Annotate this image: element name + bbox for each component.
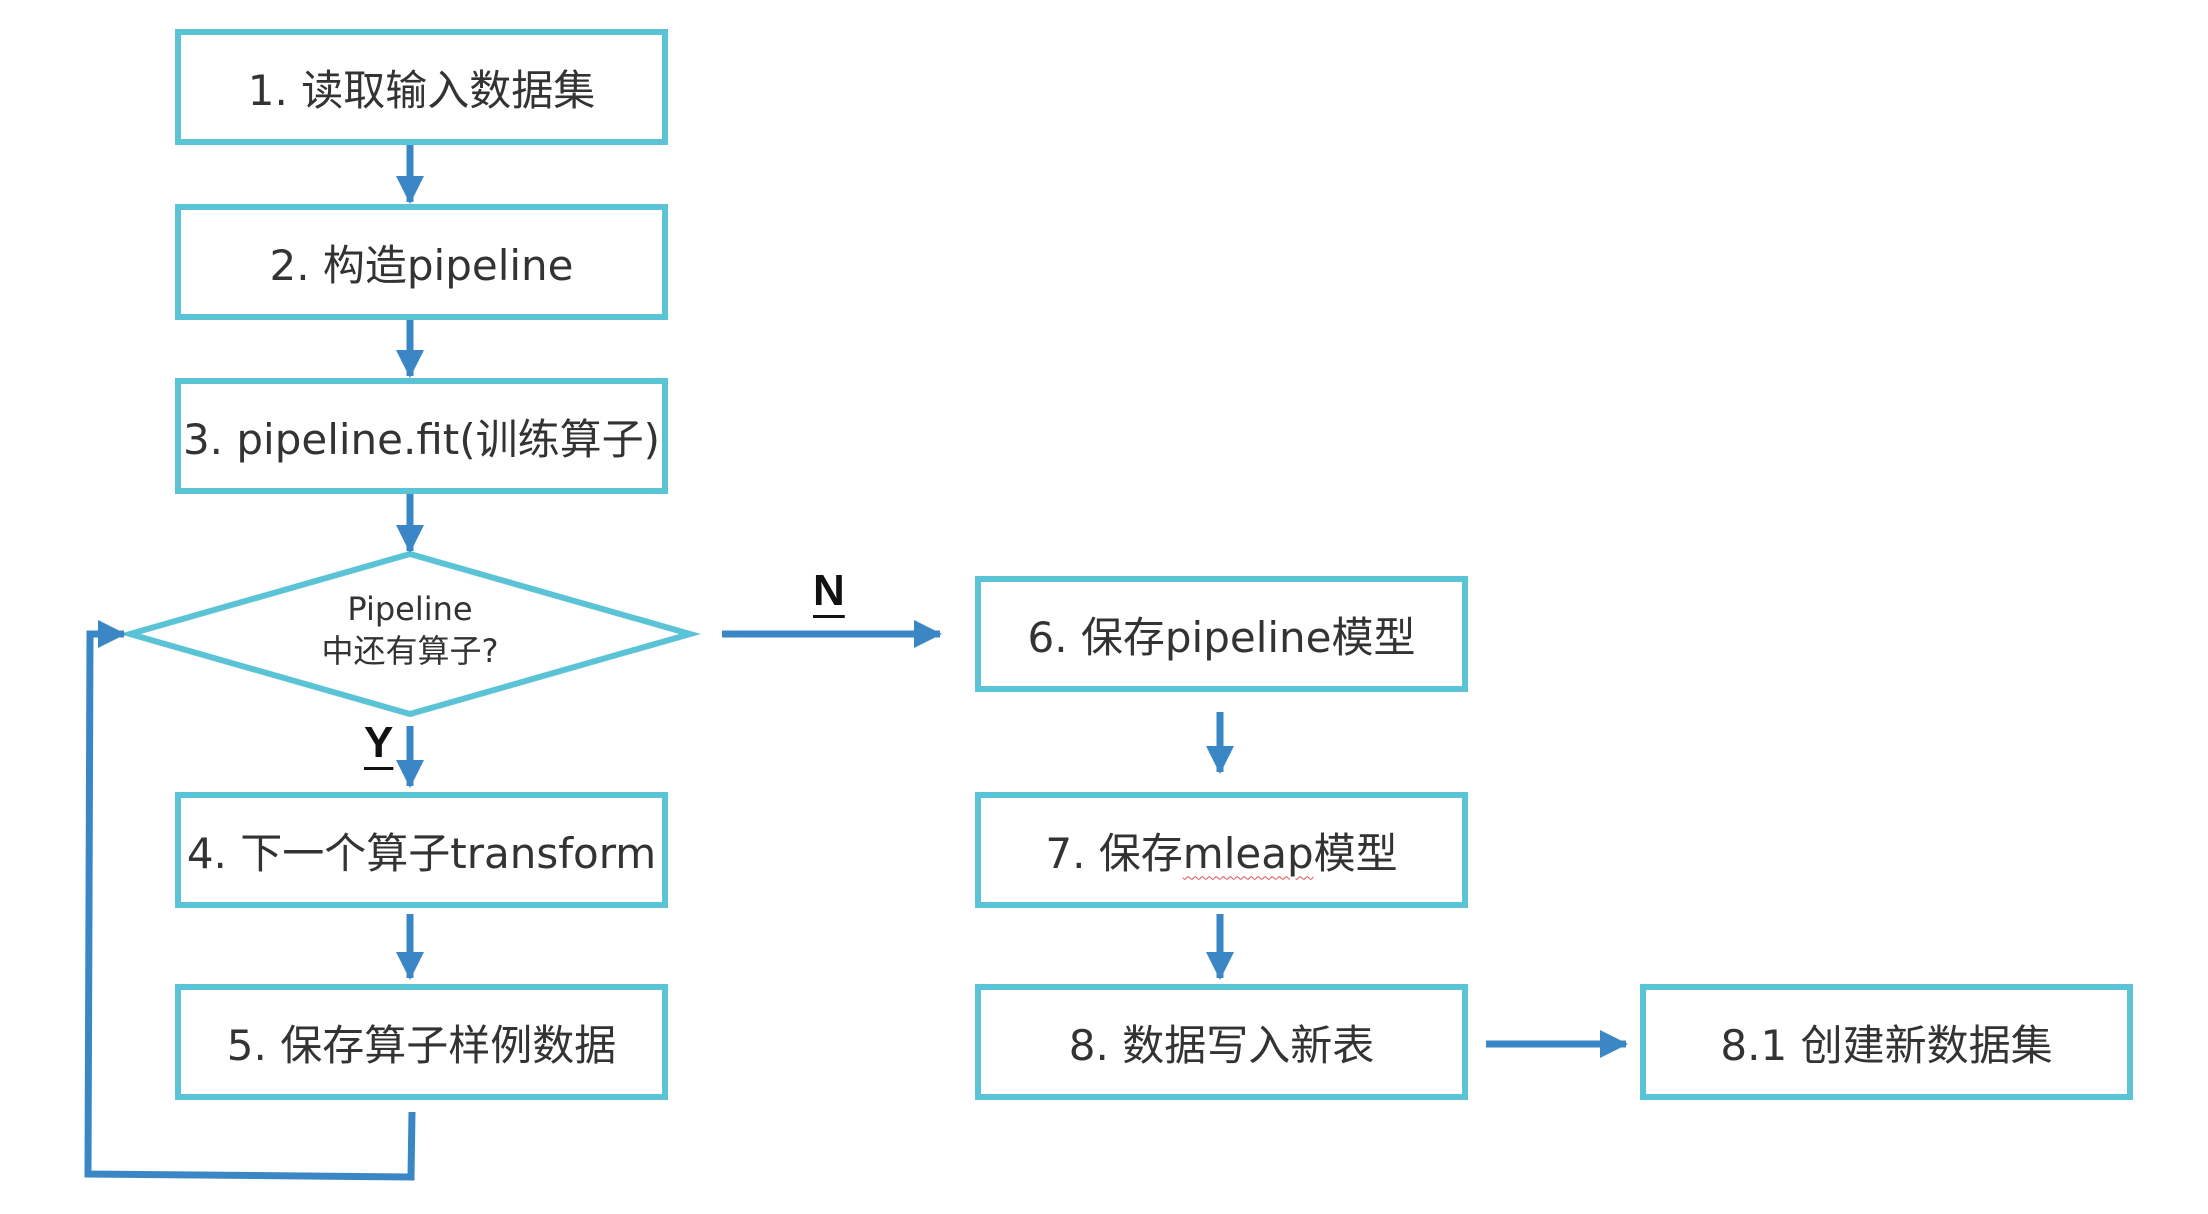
step-4-box: 4. 下一个算子transform: [175, 792, 668, 908]
step-7-label: 7. 保存mleap模型: [1045, 820, 1397, 881]
step-7-box: 7. 保存mleap模型: [975, 792, 1468, 908]
arrow-loop-back: [84, 620, 416, 1181]
decision-diamond: [119, 550, 701, 718]
step-3-label: 3. pipeline.fit(训练算子): [182, 414, 661, 464]
step-6-label: 6. 保存pipeline模型: [1027, 612, 1416, 662]
step-8-1-box: 8.1 创建新数据集: [1640, 984, 2133, 1100]
step-4-label: 4. 下一个算子transform: [186, 828, 657, 878]
step-6-box: 6. 保存pipeline模型: [975, 576, 1468, 692]
step-3-box: 3. pipeline.fit(训练算子): [175, 378, 668, 494]
step-7-suffix: 模型: [1313, 828, 1398, 878]
step-2-box: 2. 构造pipeline: [175, 204, 668, 320]
step-8-box: 8. 数据写入新表: [975, 984, 1468, 1100]
branch-label-no: N: [813, 566, 845, 615]
step-8-1-label: 8.1 创建新数据集: [1720, 1020, 2053, 1070]
step-5-box: 5. 保存算子样例数据: [175, 984, 668, 1100]
step-7-marked-word: mleap: [1182, 828, 1314, 878]
step-2-label: 2. 构造pipeline: [269, 240, 574, 290]
decision-line-1: Pipeline: [347, 590, 473, 628]
branch-label-yes: Y: [364, 718, 394, 767]
step-5-label: 5. 保存算子样例数据: [226, 1020, 617, 1070]
step-1-label: 1. 读取输入数据集: [247, 65, 596, 115]
step-1-box: 1. 读取输入数据集: [175, 29, 668, 145]
decision-label: Pipeline 中还有算子?: [250, 588, 570, 672]
step-8-label: 8. 数据写入新表: [1068, 1020, 1375, 1070]
decision-line-2: 中还有算子?: [321, 632, 499, 670]
step-7-prefix: 7. 保存: [1045, 828, 1183, 878]
